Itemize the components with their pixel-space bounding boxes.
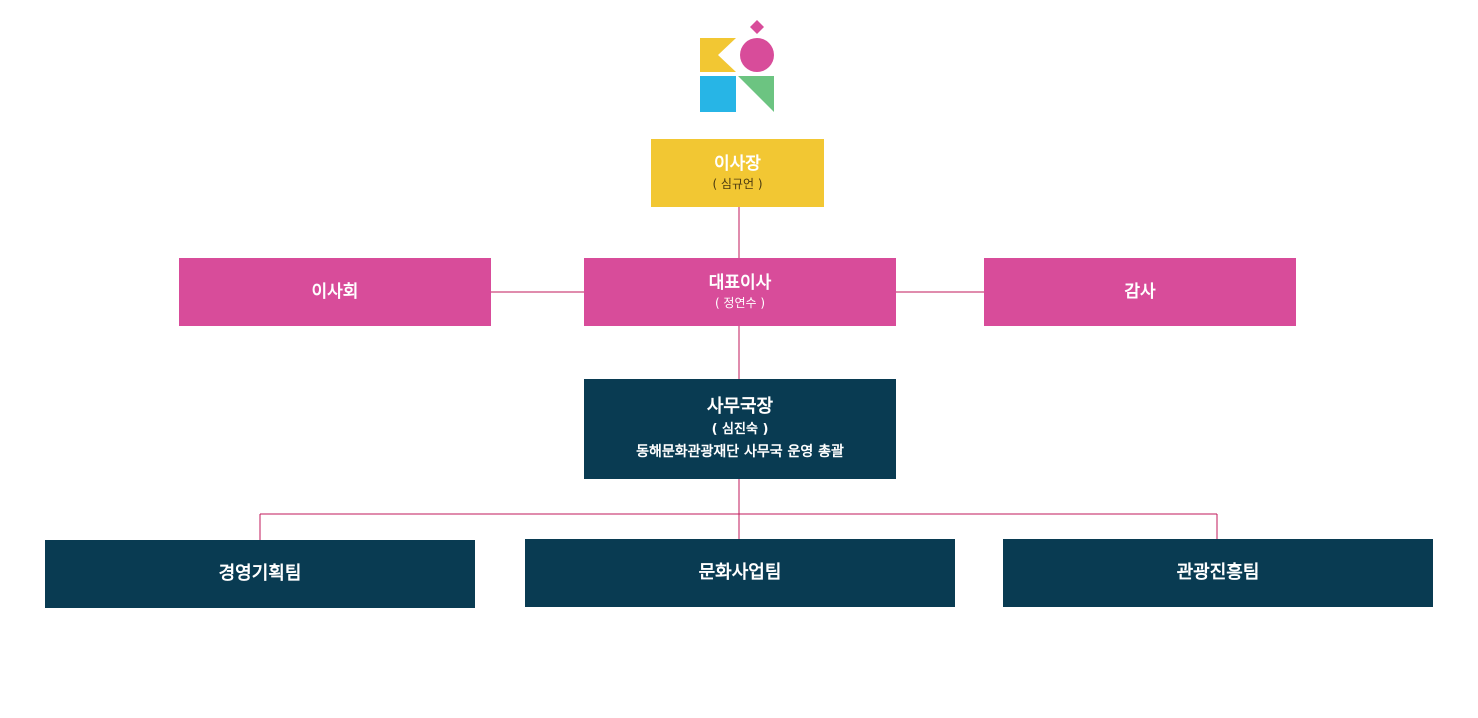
secretary-general-name: ( 심진숙 ) bbox=[711, 422, 769, 437]
ceo-name: ( 정연수 ) bbox=[714, 296, 766, 310]
chairman-name: ( 심규언 ) bbox=[712, 177, 763, 191]
ceo-title: 대표이사 bbox=[708, 273, 772, 293]
secretary-general-title: 사무국장 bbox=[706, 396, 774, 417]
secretary-general-description: 동해문화관광재단 사무국 운영 총괄 bbox=[636, 444, 844, 460]
secretary-general-box: 사무국장 ( 심진숙 ) 동해문화관광재단 사무국 운영 총괄 bbox=[584, 379, 896, 479]
ceo-box: 대표이사 ( 정연수 ) bbox=[584, 258, 896, 326]
team-title: 경영기획팀 bbox=[218, 563, 302, 584]
team-box-management-planning: 경영기획팀 bbox=[45, 540, 475, 608]
team-box-culture-projects: 문화사업팀 bbox=[525, 539, 955, 607]
chairman-box: 이사장 ( 심규언 ) bbox=[651, 139, 824, 207]
team-title: 관광진흥팀 bbox=[1176, 562, 1260, 583]
board-title: 이사회 bbox=[311, 282, 359, 302]
foundation-logo bbox=[700, 20, 774, 112]
auditor-box: 감사 bbox=[984, 258, 1296, 326]
team-title: 문화사업팀 bbox=[698, 562, 782, 583]
team-box-tourism-promotion: 관광진흥팀 bbox=[1003, 539, 1433, 607]
chairman-title: 이사장 bbox=[714, 154, 761, 174]
auditor-title: 감사 bbox=[1124, 282, 1156, 302]
board-box: 이사회 bbox=[179, 258, 491, 326]
